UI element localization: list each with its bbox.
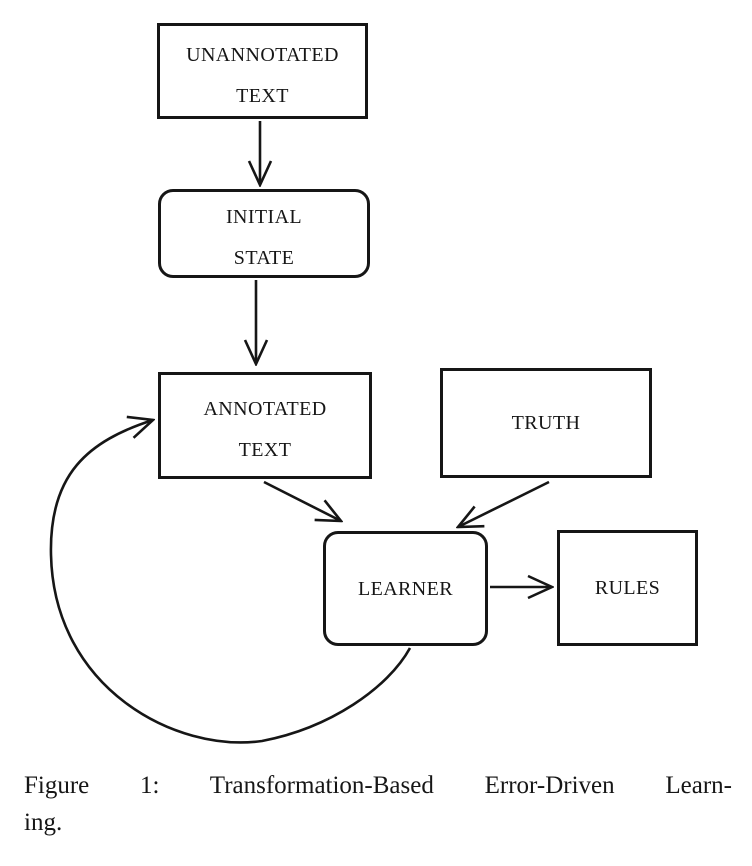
edge-truth-to-learner-arrow bbox=[458, 480, 550, 527]
node-label: STATE bbox=[233, 247, 295, 269]
node-unannotated-text: UNANNOTATED TEXT bbox=[157, 23, 368, 119]
node-truth: TRUTH bbox=[440, 368, 652, 478]
edge-annotated-to-learner-arrow bbox=[263, 480, 341, 521]
node-label: RULES bbox=[594, 577, 661, 599]
caption-line-1: Figure 1: Transformation-Based Error-Dri… bbox=[24, 772, 732, 799]
caption-line-2: ing. bbox=[24, 809, 63, 836]
node-label: TRUTH bbox=[511, 412, 581, 434]
node-annotated-text: ANNOTATED TEXT bbox=[158, 372, 372, 479]
node-rules: RULES bbox=[557, 530, 698, 646]
node-label: LEARNER bbox=[357, 577, 454, 600]
node-learner: LEARNER bbox=[323, 531, 488, 646]
node-label: INITIAL bbox=[225, 206, 303, 228]
node-label: UNANNOTATED bbox=[186, 43, 339, 66]
node-label: TEXT bbox=[236, 84, 289, 107]
node-initial-state: INITIAL STATE bbox=[158, 189, 370, 278]
node-label: ANNOTATED bbox=[203, 398, 327, 420]
figure-caption: Figure 1: Transformation-Based Error-Dri… bbox=[24, 767, 732, 841]
node-label: TEXT bbox=[238, 439, 292, 461]
